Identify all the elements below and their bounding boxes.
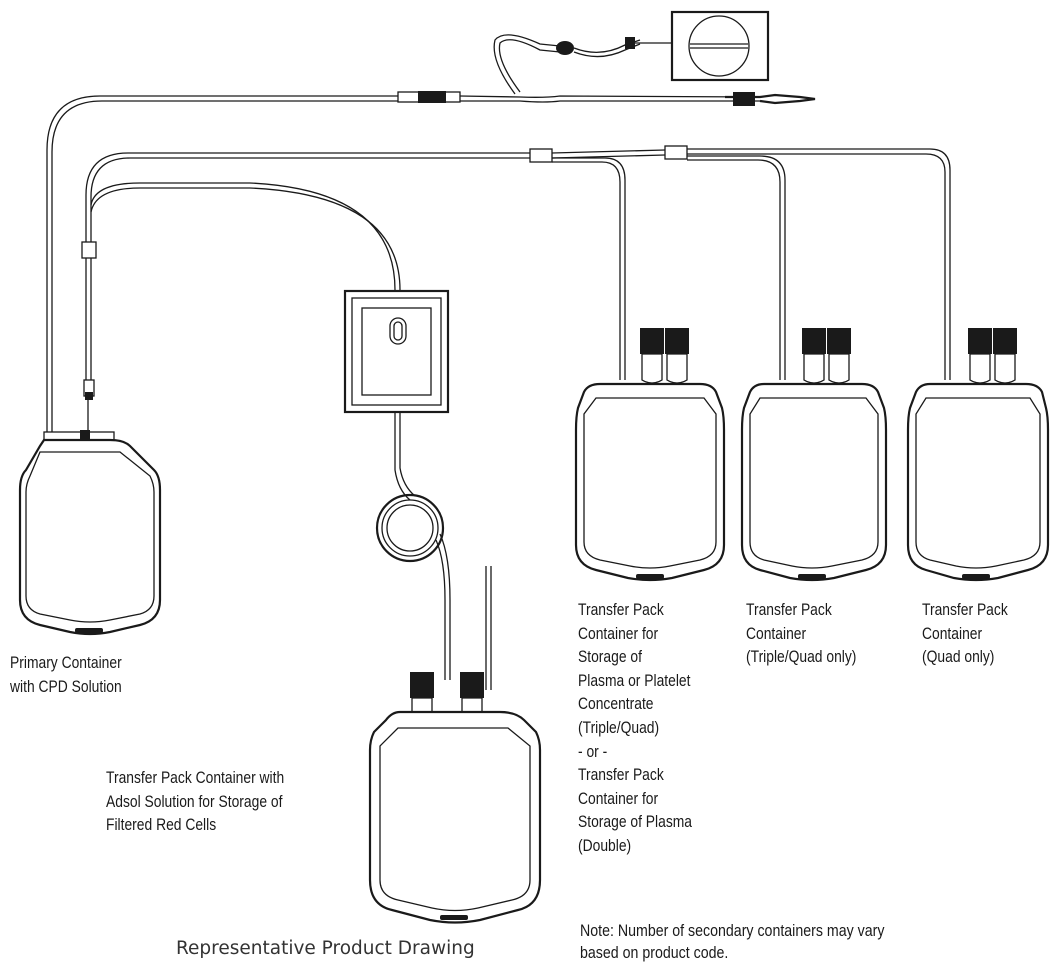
transfer-pack-bag-plasma	[574, 328, 726, 582]
label-transfer-pack-plasma: Transfer Pack Container for Storage of P…	[578, 601, 693, 855]
leukocyte-filter	[343, 289, 492, 690]
label-adsol-transfer-pack: Transfer Pack Container with Adsol Solut…	[106, 769, 285, 835]
label-transfer-pack-quad: Transfer Pack Container (Quad only)	[922, 601, 1008, 667]
primary-container-bag	[18, 430, 162, 636]
transfer-pack-tubing	[81, 145, 951, 432]
secondary-containers-note: Note: Number of secondary containers may…	[580, 922, 885, 962]
label-primary-container: Primary Container with CPD Solution	[10, 654, 122, 696]
adsol-transfer-pack-bag	[368, 672, 542, 924]
primary-collection-tubing	[46, 91, 816, 432]
diagram-caption: Representative Product Drawing	[176, 938, 475, 959]
sample-pouch-assembly	[493, 10, 770, 95]
label-transfer-pack-triple-quad: Transfer Pack Container (Triple/Quad onl…	[746, 601, 857, 667]
transfer-pack-bag-triple-quad	[740, 328, 888, 582]
transfer-pack-bag-quad	[906, 328, 1050, 582]
